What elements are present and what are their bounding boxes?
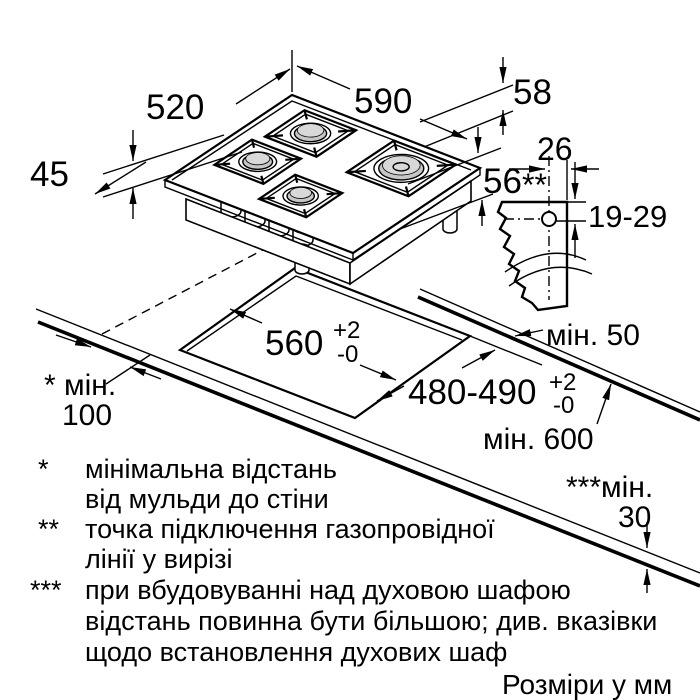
burner-front — [259, 175, 342, 218]
dimension-min-50: мін. 50 — [514, 319, 640, 352]
wall-edge-thick-line — [37, 320, 700, 588]
burner-left — [214, 140, 301, 184]
dim-480-490-sub: -0 — [553, 392, 574, 419]
footnote-1-marker: * — [38, 454, 49, 484]
dimension-19-29: 19-29 — [556, 162, 667, 258]
worktop-front-edge-thin-line — [419, 288, 700, 413]
dim-45-label: 45 — [30, 155, 69, 194]
dim-520-label: 520 — [146, 88, 204, 127]
dim-min-30-value: 30 — [618, 501, 651, 534]
dim-56-label: 56 — [483, 162, 522, 201]
wall-edge-thin-line — [35, 308, 700, 574]
dim-min-50-label: мін. 50 — [546, 319, 640, 352]
dimension-min-100: * мін. 100 — [44, 334, 162, 432]
dimension-560: 560 +2 -0 — [229, 308, 397, 381]
burner-back — [265, 110, 356, 157]
worktop-front-edge-thick-line — [417, 295, 700, 422]
hob-projection-dashed-line — [101, 240, 281, 335]
dim-19-29-label: 19-29 — [588, 199, 667, 234]
units-note: Розміри у мм — [502, 669, 672, 700]
dim-590-label: 590 — [354, 82, 412, 121]
dim-min-600-label: мін. 600 — [483, 423, 594, 456]
footnote-2-line2: лінії у вирізі — [85, 544, 233, 574]
hob-side-profile — [496, 200, 569, 312]
footnote-3-line2: відстань повинна бути більшою; див. вказ… — [85, 606, 657, 636]
conn-marker-label: ** — [522, 167, 547, 203]
dimension-520: 520 — [94, 50, 293, 195]
dimension-45: 45 — [30, 130, 243, 219]
dimension-26: 26 ** — [509, 131, 599, 203]
dim-560-label: 560 — [265, 324, 323, 363]
hob-drawing — [162, 93, 483, 286]
dim-min-30-label: ***мін. — [566, 471, 653, 504]
dim-480-490-label: 480-490 — [408, 373, 536, 412]
dimension-min-600: мін. 600 — [483, 383, 612, 456]
dim-560-sup: +2 — [333, 317, 360, 344]
dim-58-label: 58 — [513, 73, 552, 112]
burner-wok — [347, 141, 456, 197]
dimension-480-490: 480-490 +2 -0 — [376, 335, 576, 419]
footnote-3-marker: *** — [30, 575, 62, 605]
dim-min-100-label: * мін. — [44, 369, 116, 402]
footnote-2-marker: ** — [38, 514, 60, 544]
footnote-1-line1: мінімальна відстань — [85, 454, 337, 484]
gas-connection-point — [541, 211, 557, 227]
footnote-3-line1: при вбудовуванні над духовою шафою — [85, 575, 571, 605]
break-line-upper — [504, 252, 587, 273]
dim-560-sub: -0 — [337, 341, 358, 368]
dim-min-100-value: 100 — [62, 399, 112, 432]
dimension-58: 58 — [419, 57, 552, 148]
dim-480-490-sup: +2 — [549, 369, 576, 396]
hob-burners — [198, 105, 455, 234]
gas-connection-detail: 26 ** 19-29 — [496, 131, 667, 312]
dimension-590: 590 — [296, 65, 468, 140]
hob-body — [185, 179, 472, 286]
dim-26-label: 26 — [537, 131, 573, 167]
dimension-min-30: ***мін. 30 — [566, 471, 653, 593]
dimension-56: 56 — [399, 127, 522, 230]
footnote-2-line1: точка підключення газопровідної — [85, 514, 495, 544]
footnote-1-line2: від мульди до стіни — [85, 484, 329, 514]
hob-glass-thickness — [164, 168, 481, 262]
footnotes: * мінімальна відстань від мульди до стін… — [30, 454, 657, 667]
footnote-3-line3: щодо встановлення духових шаф — [85, 637, 507, 667]
break-line-lower — [508, 266, 593, 287]
